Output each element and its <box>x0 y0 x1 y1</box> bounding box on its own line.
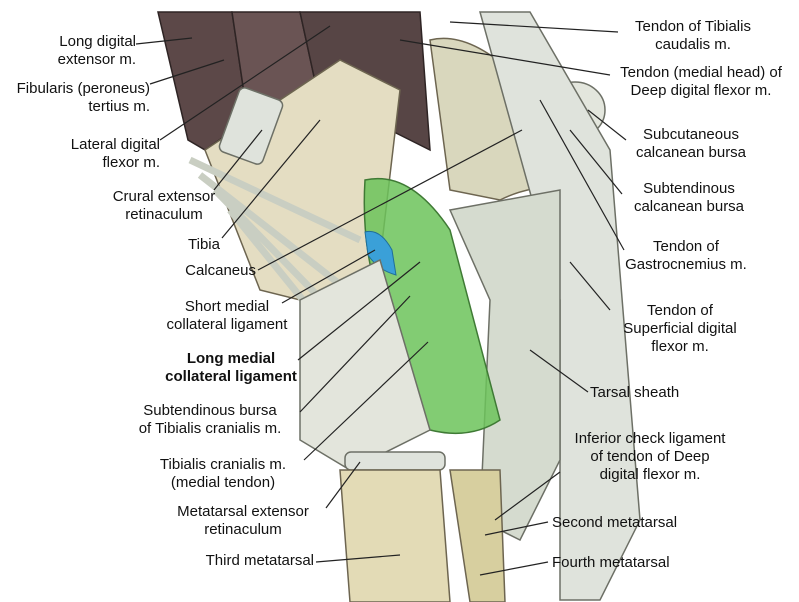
label-tendon-gastrocnemius: Tendon of Gastrocnemius m. <box>616 238 756 274</box>
label-long-digital-extensor: Long digital extensor m. <box>28 33 136 69</box>
label-fibularis-tertius: Fibularis (peroneus) tertius m. <box>2 80 150 116</box>
label-tendon-superficial-digital-flexor: Tendon of Superficial digital flexor m. <box>610 302 750 356</box>
label-tibialis-cranialis-tendon: Tibialis cranialis m. (medial tendon) <box>148 456 298 492</box>
label-tibia: Tibia <box>160 236 220 254</box>
label-short-medial-collateral: Short medial collateral ligament <box>142 298 312 334</box>
label-subcutaneous-calcanean-bursa: Subcutaneous calcanean bursa <box>626 126 756 162</box>
label-tendon-deep-digital-flexor: Tendon (medial head) of Deep digital fle… <box>606 64 796 100</box>
third-metatarsal-bone <box>340 470 450 602</box>
label-third-metatarsal: Third metatarsal <box>178 552 314 570</box>
label-fourth-metatarsal: Fourth metatarsal <box>552 554 702 572</box>
label-tarsal-sheath: Tarsal sheath <box>590 384 710 402</box>
label-subtendinous-calcanean-bursa: Subtendinous calcanean bursa <box>624 180 754 216</box>
label-metatarsal-extensor-retinaculum: Metatarsal extensor retinaculum <box>162 503 324 539</box>
label-inferior-check-ligament: Inferior check ligament of tendon of Dee… <box>560 430 740 484</box>
label-subtendinous-bursa-tibialis: Subtendinous bursa of Tibialis cranialis… <box>122 402 298 438</box>
metatarsal-retinaculum <box>345 452 445 470</box>
fourth-metatarsal-bone <box>450 470 505 602</box>
label-lateral-digital-flexor: Lateral digital flexor m. <box>44 136 160 172</box>
label-crural-extensor-retinaculum: Crural extensor retinaculum <box>94 188 234 224</box>
label-calcaneus: Calcaneus <box>158 262 256 280</box>
label-tendon-tibialis-caudalis: Tendon of Tibialis caudalis m. <box>618 18 768 54</box>
label-long-medial-collateral: Long medial collateral ligament <box>146 350 316 386</box>
label-second-metatarsal: Second metatarsal <box>552 514 702 532</box>
